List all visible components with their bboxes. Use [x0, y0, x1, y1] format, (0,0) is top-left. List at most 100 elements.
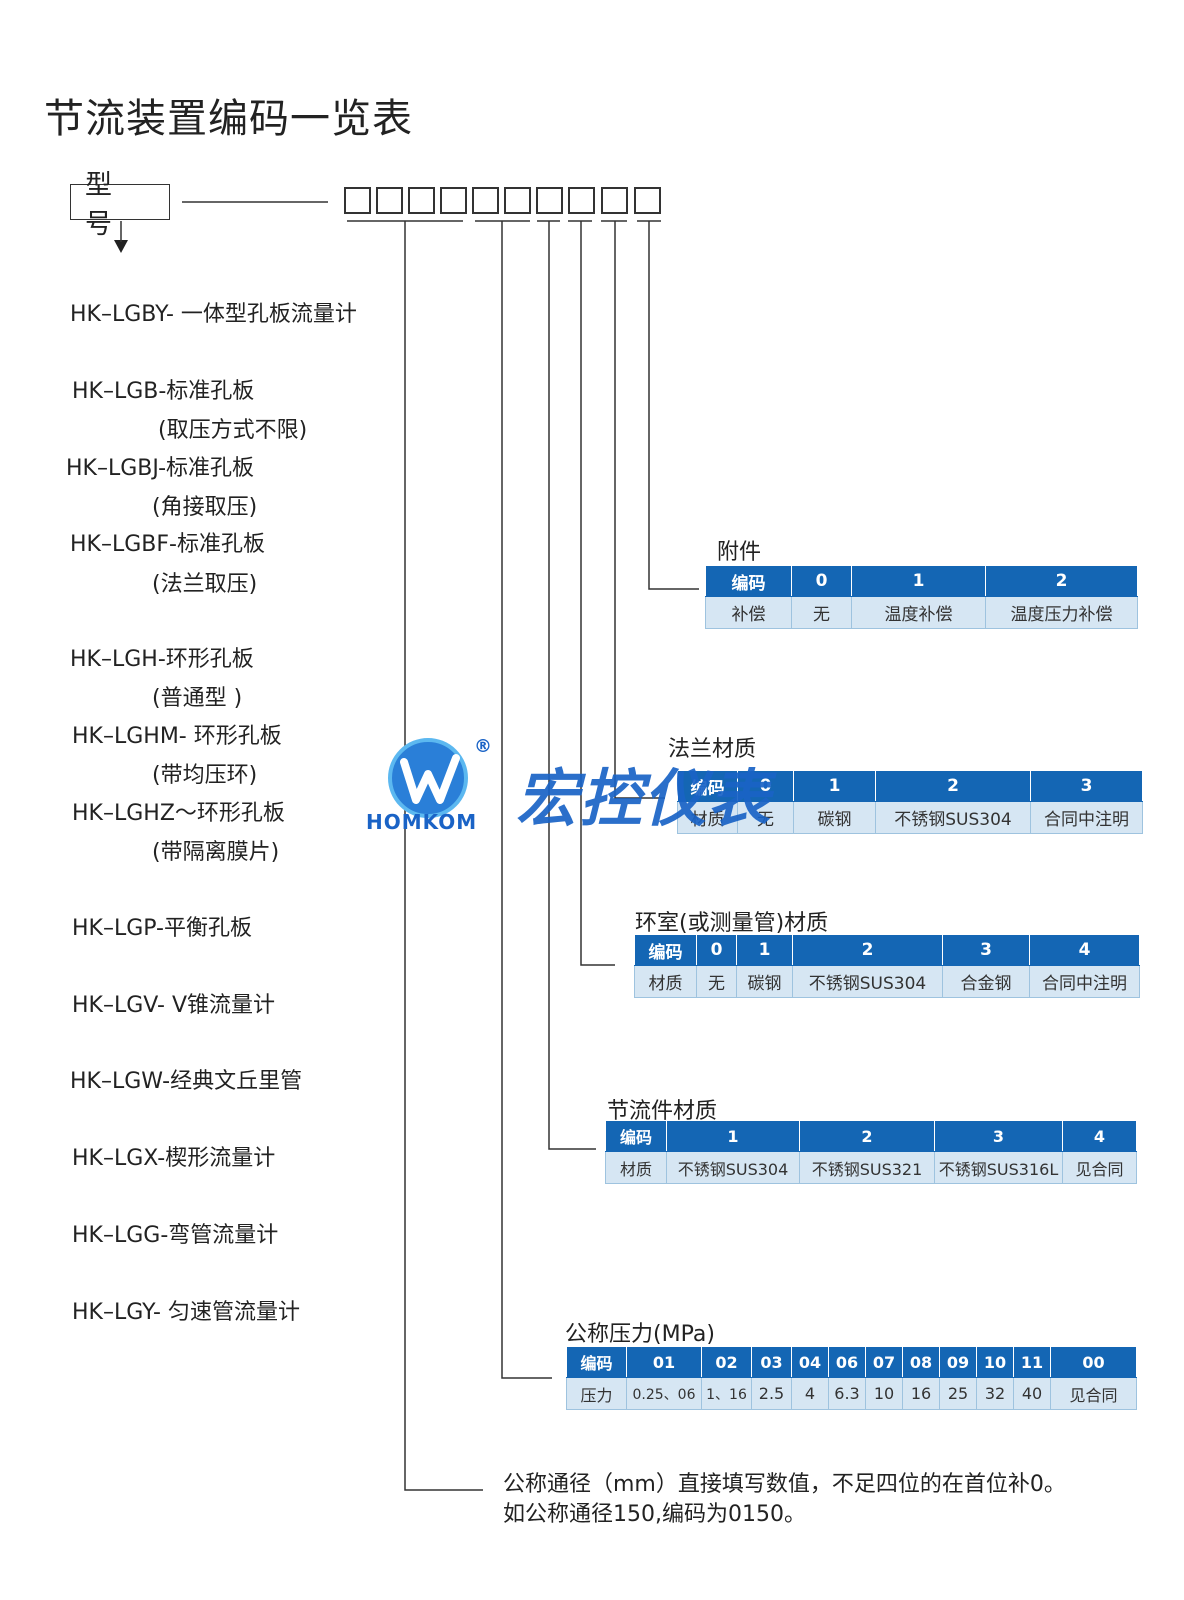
value-cell: 40 [1013, 1377, 1051, 1410]
throttle-title: 节流件材质 [607, 1099, 718, 1124]
value-cell: 材质 [634, 965, 697, 998]
header-cell: 2 [792, 934, 943, 966]
header-cell: 编码 [605, 1120, 667, 1152]
ring-table: 编码 0 1 2 3 4 材质 无 碳钢 不锈钢SUS304 合金钢 合同中注明 [634, 934, 1140, 998]
header-cell: 3 [1030, 770, 1143, 802]
flange-table: 编码 0 1 2 3 材质 无 碳钢 不锈钢SUS304 合同中注明 [677, 770, 1143, 834]
code-box-2 [376, 187, 403, 214]
header-cell: 02 [701, 1346, 752, 1378]
logo-brand-cn: 宏控仪表 [516, 762, 773, 835]
pressure-title: 公称压力(MPa) [565, 1322, 715, 1347]
ring-title: 环室(或测量管)材质 [635, 911, 829, 936]
accessory-title: 附件 [717, 540, 762, 565]
model-item: HK–LGBJ-标准孔板 [66, 456, 255, 481]
model-item: HK–LGP-平衡孔板 [72, 916, 252, 941]
model-item: HK–LGH-环形孔板 [70, 647, 254, 672]
value-cell: 压力 [566, 1377, 627, 1410]
value-cell: 补偿 [705, 596, 792, 629]
header-cell: 4 [1029, 934, 1140, 966]
model-note: (带均压环) [152, 763, 258, 788]
model-item: HK–LGBF-标准孔板 [70, 532, 265, 557]
code-box-8 [568, 187, 595, 214]
value-cell: 碳钢 [793, 801, 876, 834]
header-cell: 0 [696, 934, 737, 966]
down-arrow-icon [114, 240, 128, 253]
accessory-table: 编码 0 1 2 补偿 无 温度补偿 温度压力补偿 [705, 565, 1138, 629]
pressure-table: 编码 01 02 03 04 06 07 08 09 10 11 00 压力 0… [566, 1346, 1137, 1410]
model-note: (角接取压) [152, 495, 258, 520]
header-cell: 07 [865, 1346, 903, 1378]
value-cell: 无 [791, 596, 852, 629]
model-note: (法兰取压) [152, 572, 258, 597]
header-cell: 3 [934, 1120, 1063, 1152]
header-cell: 04 [791, 1346, 829, 1378]
value-cell: 4 [791, 1377, 829, 1410]
logo-mark-icon [388, 738, 468, 818]
value-cell: 0.25、06 [626, 1377, 702, 1410]
page-title: 节流装置编码一览表 [44, 96, 413, 142]
value-cell: 不锈钢SUS304 [792, 965, 943, 998]
logo-brand-en: HOMKOM [366, 810, 478, 834]
code-box-7 [536, 187, 563, 214]
code-box-4 [440, 187, 467, 214]
model-item: HK–LGHZ～环形孔板 [72, 801, 285, 826]
value-cell: 合同中注明 [1029, 965, 1140, 998]
header-cell: 4 [1062, 1120, 1137, 1152]
header-cell: 06 [828, 1346, 866, 1378]
value-cell: 32 [976, 1377, 1014, 1410]
footer-line-2: 如公称通径150,编码为0150。 [503, 1502, 806, 1527]
header-cell: 09 [939, 1346, 977, 1378]
value-cell: 见合同 [1062, 1151, 1137, 1184]
header-cell: 1 [851, 565, 986, 597]
header-cell: 08 [902, 1346, 940, 1378]
value-cell: 不锈钢SUS304 [666, 1151, 800, 1184]
model-item: HK–LGY- 匀速管流量计 [72, 1300, 300, 1325]
value-cell: 合同中注明 [1030, 801, 1143, 834]
registered-mark: ® [474, 736, 492, 757]
value-cell: 6.3 [828, 1377, 866, 1410]
value-cell: 25 [939, 1377, 977, 1410]
header-cell: 编码 [634, 934, 697, 966]
header-cell: 编码 [677, 770, 738, 802]
code-box-10 [634, 187, 661, 214]
value-cell: 不锈钢SUS304 [875, 801, 1031, 834]
header-cell: 编码 [705, 565, 792, 597]
code-box-1 [344, 187, 371, 214]
model-note: (取压方式不限) [158, 418, 308, 443]
header-cell: 11 [1013, 1346, 1051, 1378]
header-cell: 10 [976, 1346, 1014, 1378]
code-box-6 [504, 187, 531, 214]
value-cell: 2.5 [751, 1377, 792, 1410]
header-cell: 1 [736, 934, 793, 966]
model-item: HK–LGBY- 一体型孔板流量计 [70, 302, 357, 327]
code-box-3 [408, 187, 435, 214]
header-cell: 编码 [566, 1346, 627, 1378]
value-cell: 材质 [605, 1151, 667, 1184]
value-cell: 1、16 [701, 1377, 752, 1410]
value-cell: 不锈钢SUS316L [934, 1151, 1063, 1184]
model-item: HK–LGV- V锥流量计 [72, 993, 276, 1018]
value-cell: 温度压力补偿 [985, 596, 1138, 629]
footer-line-1: 公称通径（mm）直接填写数值，不足四位的在首位补0。 [503, 1472, 1066, 1497]
value-cell: 10 [865, 1377, 903, 1410]
header-cell: 1 [666, 1120, 800, 1152]
model-item: HK–LGW-经典文丘里管 [70, 1069, 303, 1094]
header-cell: 0 [737, 770, 794, 802]
header-cell: 3 [942, 934, 1030, 966]
header-cell: 2 [985, 565, 1138, 597]
model-note: (带隔离膜片) [152, 840, 280, 865]
value-cell: 不锈钢SUS321 [799, 1151, 935, 1184]
logo: ® HOMKOM 宏控仪表 [366, 734, 806, 844]
header-cell: 03 [751, 1346, 792, 1378]
value-cell: 温度补偿 [851, 596, 986, 629]
value-cell: 16 [902, 1377, 940, 1410]
value-cell: 碳钢 [736, 965, 793, 998]
model-item: HK–LGG-弯管流量计 [72, 1223, 279, 1248]
model-note: (普通型 ) [152, 686, 243, 711]
value-cell: 材质 [677, 801, 738, 834]
model-item: HK–LGHM- 环形孔板 [72, 724, 282, 749]
header-cell: 2 [875, 770, 1031, 802]
value-cell: 无 [696, 965, 737, 998]
throttle-table: 编码 1 2 3 4 材质 不锈钢SUS304 不锈钢SUS321 不锈钢SUS… [605, 1120, 1137, 1184]
